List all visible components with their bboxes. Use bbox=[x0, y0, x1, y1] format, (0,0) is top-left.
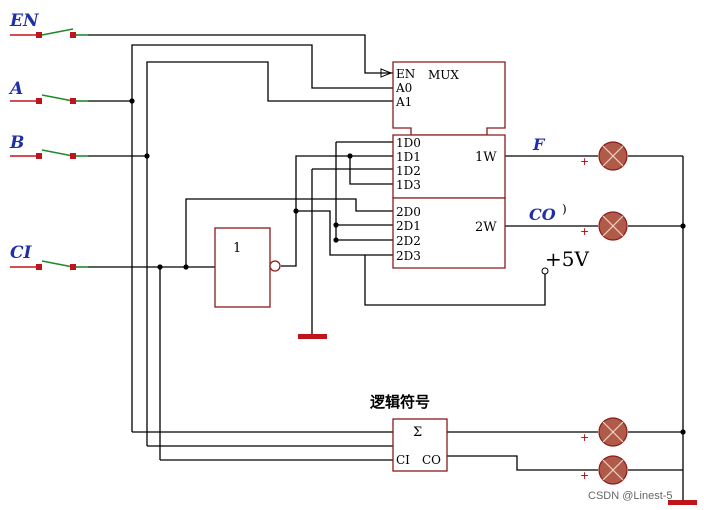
pin-en: EN bbox=[396, 67, 415, 81]
pin-1d0: 1D0 bbox=[396, 136, 421, 150]
lamp-carry: + bbox=[580, 455, 628, 485]
wire-en bbox=[88, 34, 393, 74]
output-label-f: F bbox=[532, 135, 546, 154]
junction-dots bbox=[129, 98, 686, 435]
pin-2w: 2W bbox=[475, 220, 497, 235]
switch-en[interactable] bbox=[10, 28, 88, 38]
ground-symbol bbox=[298, 334, 327, 339]
pin-2d2: 2D2 bbox=[396, 234, 421, 248]
pin-a1: A1 bbox=[395, 95, 412, 109]
adder-sigma: Σ bbox=[413, 425, 422, 440]
output-label-co: CO bbox=[529, 205, 556, 224]
input-label-en: EN bbox=[9, 11, 40, 31]
svg-text:+: + bbox=[580, 431, 589, 444]
supply-terminal: +5V bbox=[541, 247, 589, 275]
mux-select-pins: EN A0 A1 MUX bbox=[395, 67, 459, 109]
mux-chip bbox=[380, 61, 506, 269]
switch-a[interactable] bbox=[10, 94, 88, 104]
pin-2d3: 2D3 bbox=[396, 249, 421, 263]
lamp-sum: + bbox=[580, 417, 628, 447]
lamp-co: + bbox=[580, 211, 628, 241]
pin-a0: A0 bbox=[395, 81, 412, 95]
logic-symbol-title: 逻辑符号 bbox=[370, 393, 430, 411]
lamp-f: + bbox=[580, 141, 628, 171]
pin-2d0: 2D0 bbox=[396, 205, 421, 219]
input-label-a: A bbox=[8, 79, 23, 99]
svg-text:+: + bbox=[580, 469, 589, 482]
wires bbox=[88, 34, 684, 500]
wire-a bbox=[88, 44, 393, 102]
not-gate: 1 bbox=[214, 227, 281, 308]
switch-b[interactable] bbox=[10, 149, 88, 159]
input-label-ci: CI bbox=[10, 243, 33, 263]
input-label-b: B bbox=[9, 133, 24, 153]
supply-label: +5V bbox=[545, 247, 589, 271]
pin-1d1: 1D1 bbox=[396, 150, 421, 164]
rail-marker bbox=[668, 500, 697, 505]
adder-symbol: Σ CI CO bbox=[392, 418, 448, 472]
pin-2d1: 2D1 bbox=[396, 219, 421, 233]
adder-co: CO bbox=[422, 453, 441, 467]
wire-b bbox=[88, 61, 393, 157]
mux-group1-pins: 1D0 1D1 1D2 1D3 1W bbox=[396, 136, 497, 192]
pin-1d2: 1D2 bbox=[396, 164, 421, 178]
mux-group2-pins: 2D0 2D1 2D2 2D3 2W bbox=[396, 205, 497, 263]
not-gate-label: 1 bbox=[233, 241, 241, 256]
switch-ci[interactable] bbox=[10, 260, 88, 270]
svg-text:+: + bbox=[580, 155, 589, 168]
adder-ci: CI bbox=[396, 453, 410, 467]
pin-1d3: 1D3 bbox=[396, 178, 421, 192]
output-co-mark: ) bbox=[562, 202, 567, 216]
svg-text:+: + bbox=[580, 225, 589, 238]
watermark: CSDN @Linest-5 bbox=[588, 490, 673, 502]
pin-1w: 1W bbox=[475, 150, 497, 165]
mux-name: MUX bbox=[428, 68, 459, 82]
